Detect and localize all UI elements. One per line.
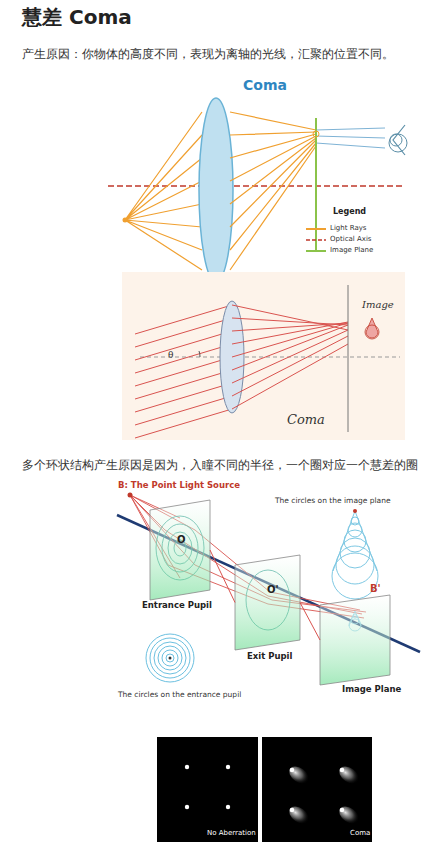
legend-sample (306, 239, 326, 241)
node-label: B' (370, 583, 381, 595)
plane-shape (235, 555, 300, 650)
entrance-pupil-circles (146, 634, 194, 682)
body-text: 产生原因：你物体的高度不同，表现为离轴的光线，汇聚的位置不同。 (22, 48, 394, 61)
angle-label: θ (168, 350, 173, 360)
plane-shape (150, 500, 210, 600)
image-panel: No Aberration (157, 737, 258, 842)
annotation: The circles on the entrance pupil (118, 691, 241, 700)
optical-axis (140, 357, 400, 358)
legend-title: Legend (333, 207, 366, 216)
ring (150, 638, 190, 678)
point-spot (226, 765, 230, 769)
node-label: Entrance Pupil (142, 601, 212, 611)
ring (162, 650, 178, 666)
image-plane-line (348, 285, 349, 432)
cone-edge (333, 511, 377, 571)
node-label: No Aberration (207, 829, 256, 837)
legend-text: Light Rays (330, 224, 366, 232)
lens (199, 98, 233, 282)
ring (154, 642, 186, 674)
eye-symbol (389, 134, 407, 152)
panel-background (122, 272, 405, 440)
plane-shape (320, 595, 390, 685)
ray-connector (210, 550, 235, 603)
node-label: O (177, 534, 186, 546)
point-source (123, 218, 128, 223)
exit-pupil-plane: O'Exit Pupil (235, 555, 300, 650)
coma-symbol (366, 318, 378, 338)
diagram-title: Coma (243, 77, 287, 93)
incoming-rays (135, 305, 232, 438)
ring (336, 546, 374, 584)
eye-symbol (390, 134, 402, 146)
point-spot (226, 805, 230, 809)
node-label: Coma (350, 829, 370, 837)
image-plane-line (315, 118, 317, 252)
coma-head (290, 808, 295, 813)
coma-spot (286, 803, 312, 827)
point-source (128, 493, 133, 498)
coma-symbol (365, 325, 379, 339)
coma-lens-diagram (122, 272, 405, 440)
node-label: Exit Pupil (247, 652, 292, 662)
coma-ray-diagram (108, 98, 407, 282)
annotation: The circles on the image plane (275, 497, 391, 506)
coma-spot (336, 763, 362, 787)
focus-point (313, 131, 319, 137)
source-label: B: The Point Light Source (118, 481, 240, 491)
plane-outline (320, 595, 390, 685)
image-panel: Coma (262, 737, 372, 842)
coma-spot (336, 803, 362, 827)
cone-apex (353, 509, 357, 513)
plane-outline (235, 555, 300, 650)
point-spot (185, 765, 189, 769)
node-label: O' (267, 584, 279, 596)
legend-text: Image Plane (330, 246, 373, 254)
ring (158, 646, 182, 670)
point-spot (185, 805, 189, 809)
ring (166, 654, 174, 662)
coma-spot (286, 763, 312, 787)
refracted-rays (230, 112, 316, 270)
legend-sample (306, 250, 326, 252)
body-text: 多个环状结构产生原因是因为，入瞳不同的半径，一个圈对应一个慧差的圈 (22, 459, 418, 472)
plane-outline (150, 500, 210, 600)
image-plane: B'Image Plane (320, 595, 390, 685)
coma-head (340, 768, 345, 773)
image-rays (316, 128, 385, 148)
center-dot (169, 657, 172, 660)
ring (146, 634, 194, 682)
refracted-rays (232, 305, 348, 409)
diagram-caption: Coma (287, 413, 325, 428)
entrance-pupil-plane: OEntrance Pupil (150, 500, 210, 600)
incoming-rays (125, 112, 202, 270)
legend-text: Optical Axis (330, 235, 371, 243)
page-title: 慧差 Coma (22, 6, 132, 29)
coma-head (290, 768, 295, 773)
legend-sample (306, 228, 326, 230)
coma-head (340, 808, 345, 813)
ray-connector (300, 603, 320, 641)
node-label: Image Plane (342, 685, 401, 695)
angle-arc (199, 351, 200, 357)
image-label: Image (362, 299, 394, 311)
